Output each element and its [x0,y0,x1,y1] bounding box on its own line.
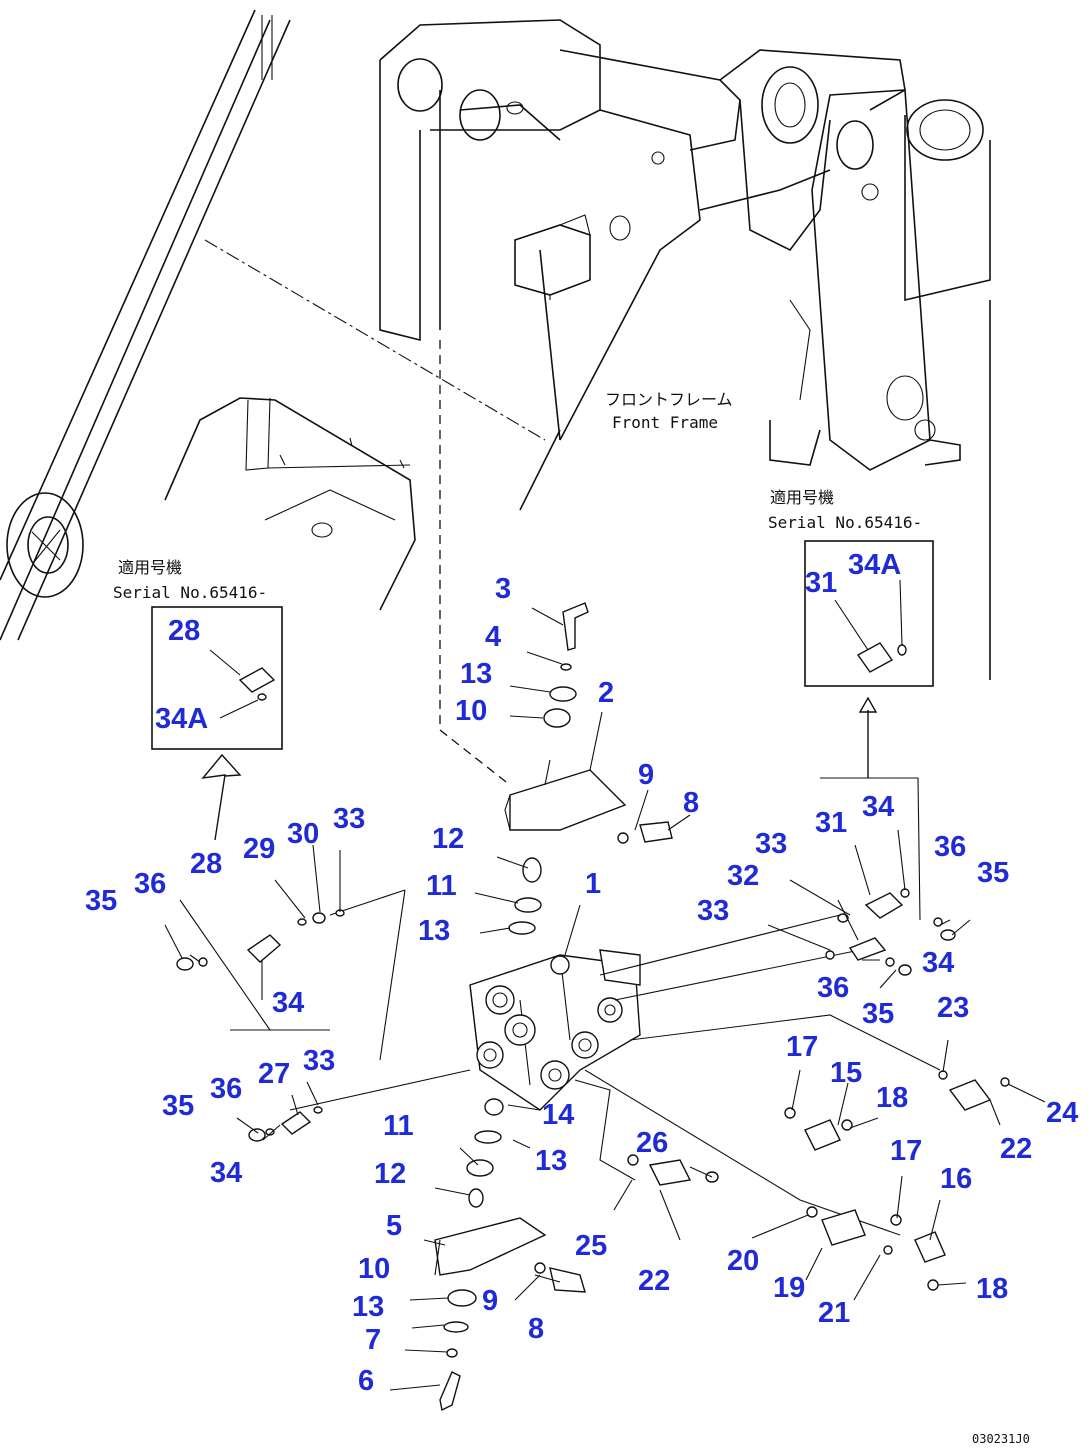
callout-13d: 13 [352,1291,384,1323]
callout-8a: 8 [683,787,699,819]
callout-36a: 36 [134,868,166,900]
callout-11a: 11 [426,870,457,902]
callout-3: 3 [495,573,511,605]
callout-34d: 34 [210,1157,242,1189]
callout-30: 30 [287,818,319,850]
callout-34A-right: 34A [848,549,901,581]
note-left-jp: 適用号機 [118,558,182,577]
callout-4: 4 [485,621,501,653]
fittings [176,602,1010,1412]
callout-22a: 22 [1000,1133,1032,1165]
arrows [201,696,921,921]
callout-33c: 33 [697,895,729,927]
callout-33b: 33 [755,828,787,860]
callout-12b: 12 [374,1158,406,1190]
callout-1: 1 [585,868,601,900]
inset-box-right [804,540,934,687]
valve-assembly [434,759,641,1276]
callout-18b: 18 [976,1273,1008,1305]
callout-22b: 22 [638,1265,670,1297]
callout-35b: 35 [977,857,1009,889]
note-left-en: Serial No.65416- [113,583,267,602]
front-frame-drawing [0,9,991,786]
callout-12a: 12 [432,823,464,855]
callout-labels: 1 2 3 4 5 6 7 8 8 9 9 10 10 11 11 12 12 … [85,549,1078,1397]
callout-18a: 18 [876,1082,908,1114]
callout-13a: 13 [460,658,492,690]
callout-16: 16 [940,1163,972,1195]
callout-35c: 35 [862,998,894,1030]
frame-label-jp: フロントフレーム [605,390,733,409]
note-right-en: Serial No.65416- [768,513,922,532]
callout-34a: 34 [272,987,304,1019]
callout-26: 26 [636,1127,668,1159]
callout-28a: 28 [190,848,222,880]
callout-34A-left: 34A [155,703,208,735]
callout-23: 23 [937,992,969,1024]
callout-2: 2 [598,677,614,709]
callout-24: 24 [1046,1097,1078,1129]
callout-28b: 28 [168,615,200,647]
callout-10b: 10 [358,1253,390,1285]
callout-33d: 33 [303,1045,335,1077]
callout-34b: 34 [862,791,894,823]
callout-20: 20 [727,1245,759,1277]
callout-11b: 11 [383,1110,414,1142]
note-right-jp: 適用号機 [770,488,834,507]
callout-31a: 31 [815,807,847,839]
callout-35d: 35 [162,1090,194,1122]
callout-33a: 33 [333,803,365,835]
callout-17b: 17 [890,1135,922,1167]
callout-13b: 13 [418,915,450,947]
callout-36d: 36 [210,1073,242,1105]
callout-25: 25 [575,1230,607,1262]
callout-5: 5 [386,1210,402,1242]
callout-29: 29 [243,833,275,865]
inset-box-left [151,606,283,750]
callout-21: 21 [818,1297,850,1329]
callout-14: 14 [542,1099,574,1131]
callout-34c: 34 [922,947,954,979]
frame-label-en: Front Frame [612,413,718,432]
callout-10a: 10 [455,695,487,727]
callout-9a: 9 [638,759,654,791]
callout-35a: 35 [85,885,117,917]
callout-9b: 9 [482,1285,498,1317]
callout-15: 15 [830,1057,862,1089]
callout-36b: 36 [934,831,966,863]
callout-8b: 8 [528,1313,544,1345]
callout-13c: 13 [535,1145,567,1177]
leader-lines [164,607,1046,1391]
callout-31b: 31 [805,567,837,599]
callout-32: 32 [727,860,759,892]
callout-6: 6 [358,1365,374,1397]
callout-36c: 36 [817,972,849,1004]
callout-19: 19 [773,1272,805,1304]
callout-27: 27 [258,1058,290,1090]
callout-7: 7 [365,1324,381,1356]
figure-code: 030231J0 [972,1432,1030,1446]
callout-17a: 17 [786,1031,818,1063]
